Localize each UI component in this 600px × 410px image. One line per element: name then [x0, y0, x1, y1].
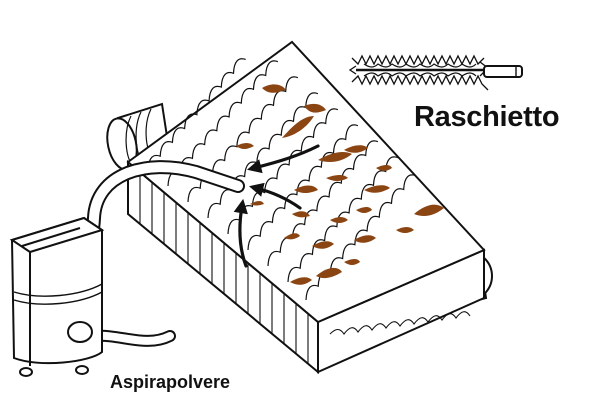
- fin-waves: [147, 58, 417, 301]
- vacuum-label: Aspirapolvere: [110, 372, 231, 392]
- fin-lines: [139, 172, 309, 364]
- arrow-icon: [247, 144, 320, 174]
- arrow-icon: [249, 182, 302, 210]
- arrow-icon: [233, 198, 248, 268]
- brush-icon: [348, 54, 523, 91]
- suction-arrows: [233, 144, 320, 268]
- heat-exchanger: [126, 40, 486, 375]
- heat-exchanger-top: [126, 40, 486, 324]
- vacuum-cleaner-icon: [9, 216, 105, 377]
- scraper-label: Raschietto: [414, 101, 560, 133]
